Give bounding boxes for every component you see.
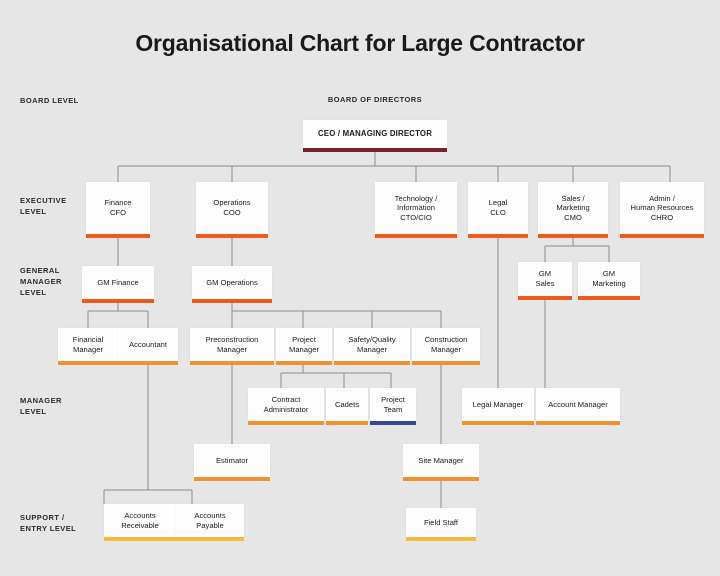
node-field-staff-label: Field Staff — [423, 517, 459, 527]
node-finance-label: Finance — [104, 198, 132, 208]
node-safety-quality-manager-label: Safety/Quality Manager — [348, 334, 396, 354]
node-technology-information-accent — [375, 234, 457, 238]
node-admin-human-resources-role: CHRO — [650, 212, 674, 222]
node-financial-manager-label: Financial Manager — [72, 334, 104, 354]
node-project-manager-label: Project Manager — [289, 334, 319, 354]
level-label-support-entry: SUPPORT / ENTRY LEVEL — [20, 513, 77, 533]
node-accounts-receivable-label: Accounts Receivable — [121, 510, 159, 530]
node-technology-information-label: Technology / Information — [394, 193, 438, 213]
node-operations-role: COO — [223, 208, 241, 217]
node-gm-finance-accent — [82, 299, 154, 303]
node-gm-finance-label: GM Finance — [97, 277, 139, 287]
node-construction-manager-accent — [412, 361, 480, 365]
node-contract-administrator-label: Contract Administrator — [263, 394, 309, 414]
node-account-manager-label: Account Manager — [548, 399, 608, 409]
node-project-team-label: Project Team — [381, 394, 405, 414]
node-legal-manager[interactable]: Legal Manager — [462, 388, 534, 425]
node-contract-administrator-accent — [248, 421, 324, 425]
node-sales-marketing-label: Sales / Marketing — [556, 193, 590, 213]
node-site-manager-label: Site Manager — [418, 455, 464, 465]
node-project-team[interactable]: Project Team — [370, 388, 416, 425]
node-accountant-label: Accountant — [129, 339, 167, 349]
level-label-executive: EXECUTIVE LEVEL — [20, 196, 67, 216]
node-ceo-accent — [303, 148, 447, 152]
node-accountant[interactable]: Accountant — [118, 328, 178, 365]
node-operations-label: Operations — [213, 198, 251, 208]
node-legal[interactable]: Legal CLO — [468, 182, 528, 238]
node-gm-operations-accent — [192, 299, 272, 303]
node-estimator[interactable]: Estimator — [194, 444, 270, 481]
node-legal-manager-label: Legal Manager — [472, 399, 524, 409]
node-accounts-receivable-accent — [104, 537, 176, 541]
node-admin-human-resources-accent — [620, 234, 704, 238]
node-accounts-payable-accent — [176, 537, 244, 541]
node-site-manager[interactable]: Site Manager — [403, 444, 479, 481]
node-gm-marketing[interactable]: GM Marketing — [578, 262, 640, 300]
node-gm-sales-accent — [518, 296, 572, 300]
node-safety-quality-manager[interactable]: Safety/Quality Manager — [334, 328, 410, 365]
node-legal-accent — [468, 234, 528, 238]
node-technology-information-role: CTO/CIO — [400, 212, 432, 222]
node-admin-human-resources[interactable]: Admin / Human Resources CHRO — [620, 182, 704, 238]
node-operations[interactable]: Operations COO — [196, 182, 268, 238]
node-account-manager[interactable]: Account Manager — [536, 388, 620, 425]
node-project-manager-accent — [276, 361, 332, 365]
level-label-general-manager: GENERAL MANAGER LEVEL — [20, 266, 62, 297]
node-field-staff-accent — [406, 537, 476, 541]
node-estimator-accent — [194, 477, 270, 481]
node-accounts-payable[interactable]: Accounts Payable — [176, 504, 244, 541]
node-admin-human-resources-label: Admin / Human Resources — [630, 193, 694, 213]
node-legal-label: Legal — [488, 198, 508, 208]
node-sales-marketing-accent — [538, 234, 608, 238]
node-project-team-accent — [370, 421, 416, 425]
node-gm-sales[interactable]: GM Sales — [518, 262, 572, 300]
node-gm-finance[interactable]: GM Finance — [82, 266, 154, 303]
node-financial-manager-accent — [58, 361, 118, 365]
node-safety-quality-manager-accent — [334, 361, 410, 365]
node-gm-operations[interactable]: GM Operations — [192, 266, 272, 303]
node-gm-operations-label: GM Operations — [206, 277, 258, 287]
node-site-manager-accent — [403, 477, 479, 481]
board-of-directors-heading: BOARD OF DIRECTORS — [327, 95, 423, 104]
level-label-board: BOARD LEVEL — [20, 96, 79, 105]
node-gm-sales-label: GM Sales — [535, 269, 555, 288]
node-cadets-label: Cadets — [334, 399, 360, 409]
node-finance-accent — [86, 234, 150, 238]
node-sales-marketing-role: CMO — [564, 212, 582, 222]
node-accounts-receivable[interactable]: Accounts Receivable — [104, 504, 176, 541]
node-preconstruction-manager-label: Preconstruction Manager — [205, 334, 259, 354]
node-ceo[interactable]: CEO / MANAGING DIRECTOR — [303, 120, 447, 152]
node-contract-administrator[interactable]: Contract Administrator — [248, 388, 324, 425]
node-construction-manager[interactable]: Construction Manager — [412, 328, 480, 365]
node-preconstruction-manager[interactable]: Preconstruction Manager — [190, 328, 274, 365]
node-operations-accent — [196, 234, 268, 238]
node-gm-marketing-label: GM Marketing — [592, 269, 626, 288]
node-preconstruction-manager-accent — [190, 361, 274, 365]
level-label-manager: MANAGER LEVEL — [20, 396, 62, 416]
node-accounts-payable-label: Accounts Payable — [194, 510, 226, 530]
node-legal-manager-accent — [462, 421, 534, 425]
node-account-manager-accent — [536, 421, 620, 425]
node-construction-manager-label: Construction Manager — [424, 334, 468, 354]
node-technology-information[interactable]: Technology / Information CTO/CIO — [375, 182, 457, 238]
node-field-staff[interactable]: Field Staff — [406, 508, 476, 541]
node-cadets[interactable]: Cadets — [326, 388, 368, 425]
node-finance[interactable]: Finance CFO — [86, 182, 150, 238]
node-gm-marketing-accent — [578, 296, 640, 300]
node-finance-role: CFO — [109, 208, 127, 217]
node-legal-role: CLO — [490, 208, 506, 217]
node-ceo-label: CEO / MANAGING DIRECTOR — [317, 129, 433, 139]
node-estimator-label: Estimator — [215, 455, 249, 465]
page-title: Organisational Chart for Large Contracto… — [135, 30, 585, 56]
node-financial-manager[interactable]: Financial Manager — [58, 328, 118, 365]
node-cadets-accent — [326, 421, 368, 425]
node-accountant-accent — [118, 361, 178, 365]
node-sales-marketing[interactable]: Sales / Marketing CMO — [538, 182, 608, 238]
node-project-manager[interactable]: Project Manager — [276, 328, 332, 365]
